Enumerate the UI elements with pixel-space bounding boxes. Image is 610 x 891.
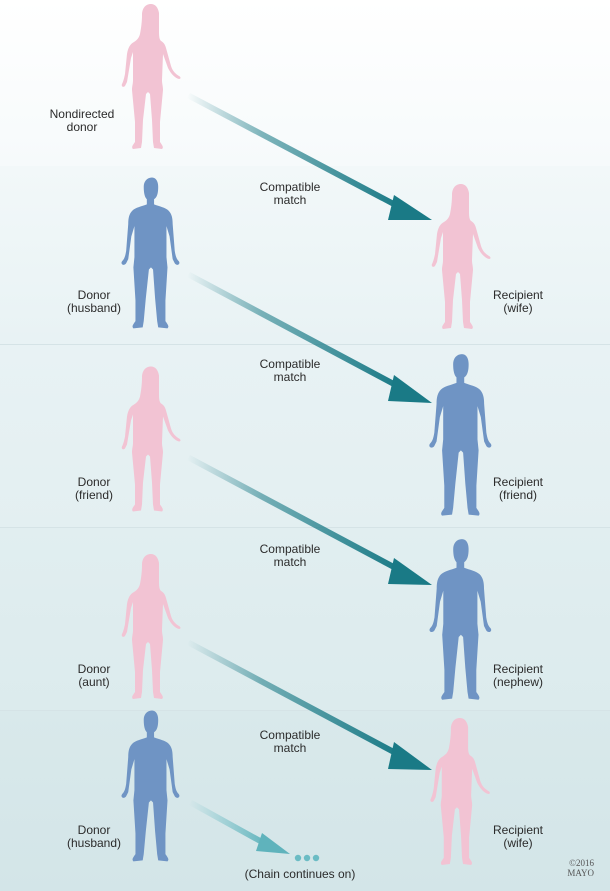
chain-arrow-short — [189, 800, 290, 854]
band-divider — [0, 344, 610, 345]
recipient-label-3: Recipient (nephew) — [468, 663, 568, 689]
band-row-3 — [0, 344, 610, 527]
donor-label-2-line1: Donor — [77, 288, 111, 302]
donor-label-2: Donor (husband) — [44, 289, 144, 315]
match-label-2-line2: match — [273, 370, 307, 384]
band-row-5 — [0, 710, 610, 891]
donor-label-3-line1: Donor — [77, 475, 111, 489]
recipient-label-4-line2: (wife) — [503, 836, 533, 850]
chain-continues-text: (Chain continues on) — [244, 867, 356, 881]
donor-label-4-line1: Donor — [77, 662, 111, 676]
match-label-1-line1: Compatible — [259, 180, 321, 194]
band-row-1 — [0, 0, 610, 166]
match-label-2: Compatible match — [240, 358, 340, 384]
match-label-2-line1: Compatible — [259, 357, 321, 371]
match-label-3-line2: match — [273, 555, 307, 569]
recipient-label-4-line1: Recipient — [492, 823, 544, 837]
copyright-year: ©2016 — [569, 858, 594, 868]
match-label-1: Compatible match — [240, 181, 340, 207]
match-label-4-line1: Compatible — [259, 728, 321, 742]
donor-label-1: Nondirected donor — [30, 108, 134, 134]
band-row-2 — [0, 166, 610, 344]
donor-label-5: Donor (husband) — [44, 824, 144, 850]
copyright-owner: MAYO — [567, 868, 594, 878]
donor-label-3-line2: (friend) — [74, 488, 113, 502]
donor-label-1-line1: Nondirected — [49, 107, 115, 121]
match-label-3-line1: Compatible — [259, 542, 321, 556]
match-label-1-line2: match — [273, 193, 307, 207]
compatible-arrow-2 — [187, 272, 432, 403]
recipient-label-2-line1: Recipient — [492, 475, 544, 489]
compatible-arrow-4 — [187, 640, 432, 770]
donor-label-3: Donor (friend) — [44, 476, 144, 502]
recipient-label-1: Recipient (wife) — [468, 289, 568, 315]
recipient-label-1-line2: (wife) — [503, 301, 533, 315]
copyright-mark: ©2016 MAYO — [567, 858, 594, 878]
donor-label-4-line2: (aunt) — [78, 675, 110, 689]
chain-continuation-dots — [294, 854, 320, 862]
recipient-label-3-line2: (nephew) — [492, 675, 544, 689]
match-label-3: Compatible match — [240, 543, 340, 569]
compatible-arrow-1 — [187, 93, 432, 220]
band-divider — [0, 527, 610, 528]
compatible-arrow-3 — [187, 455, 432, 585]
donor-label-5-line1: Donor — [77, 823, 111, 837]
recipient-label-1-line1: Recipient — [492, 288, 544, 302]
donor-label-4: Donor (aunt) — [44, 663, 144, 689]
donor-label-2-line2: (husband) — [66, 301, 122, 315]
band-divider — [0, 710, 610, 711]
recipient-label-2-line2: (friend) — [498, 488, 537, 502]
band-row-4 — [0, 527, 610, 710]
donor-label-1-line2: donor — [66, 120, 98, 134]
match-label-4: Compatible match — [240, 729, 340, 755]
recipient-label-2: Recipient (friend) — [468, 476, 568, 502]
match-label-4-line2: match — [273, 741, 307, 755]
recipient-label-3-line1: Recipient — [492, 662, 544, 676]
recipient-label-4: Recipient (wife) — [468, 824, 568, 850]
chain-continues-label: (Chain continues on) — [230, 868, 370, 881]
donor-label-5-line2: (husband) — [66, 836, 122, 850]
